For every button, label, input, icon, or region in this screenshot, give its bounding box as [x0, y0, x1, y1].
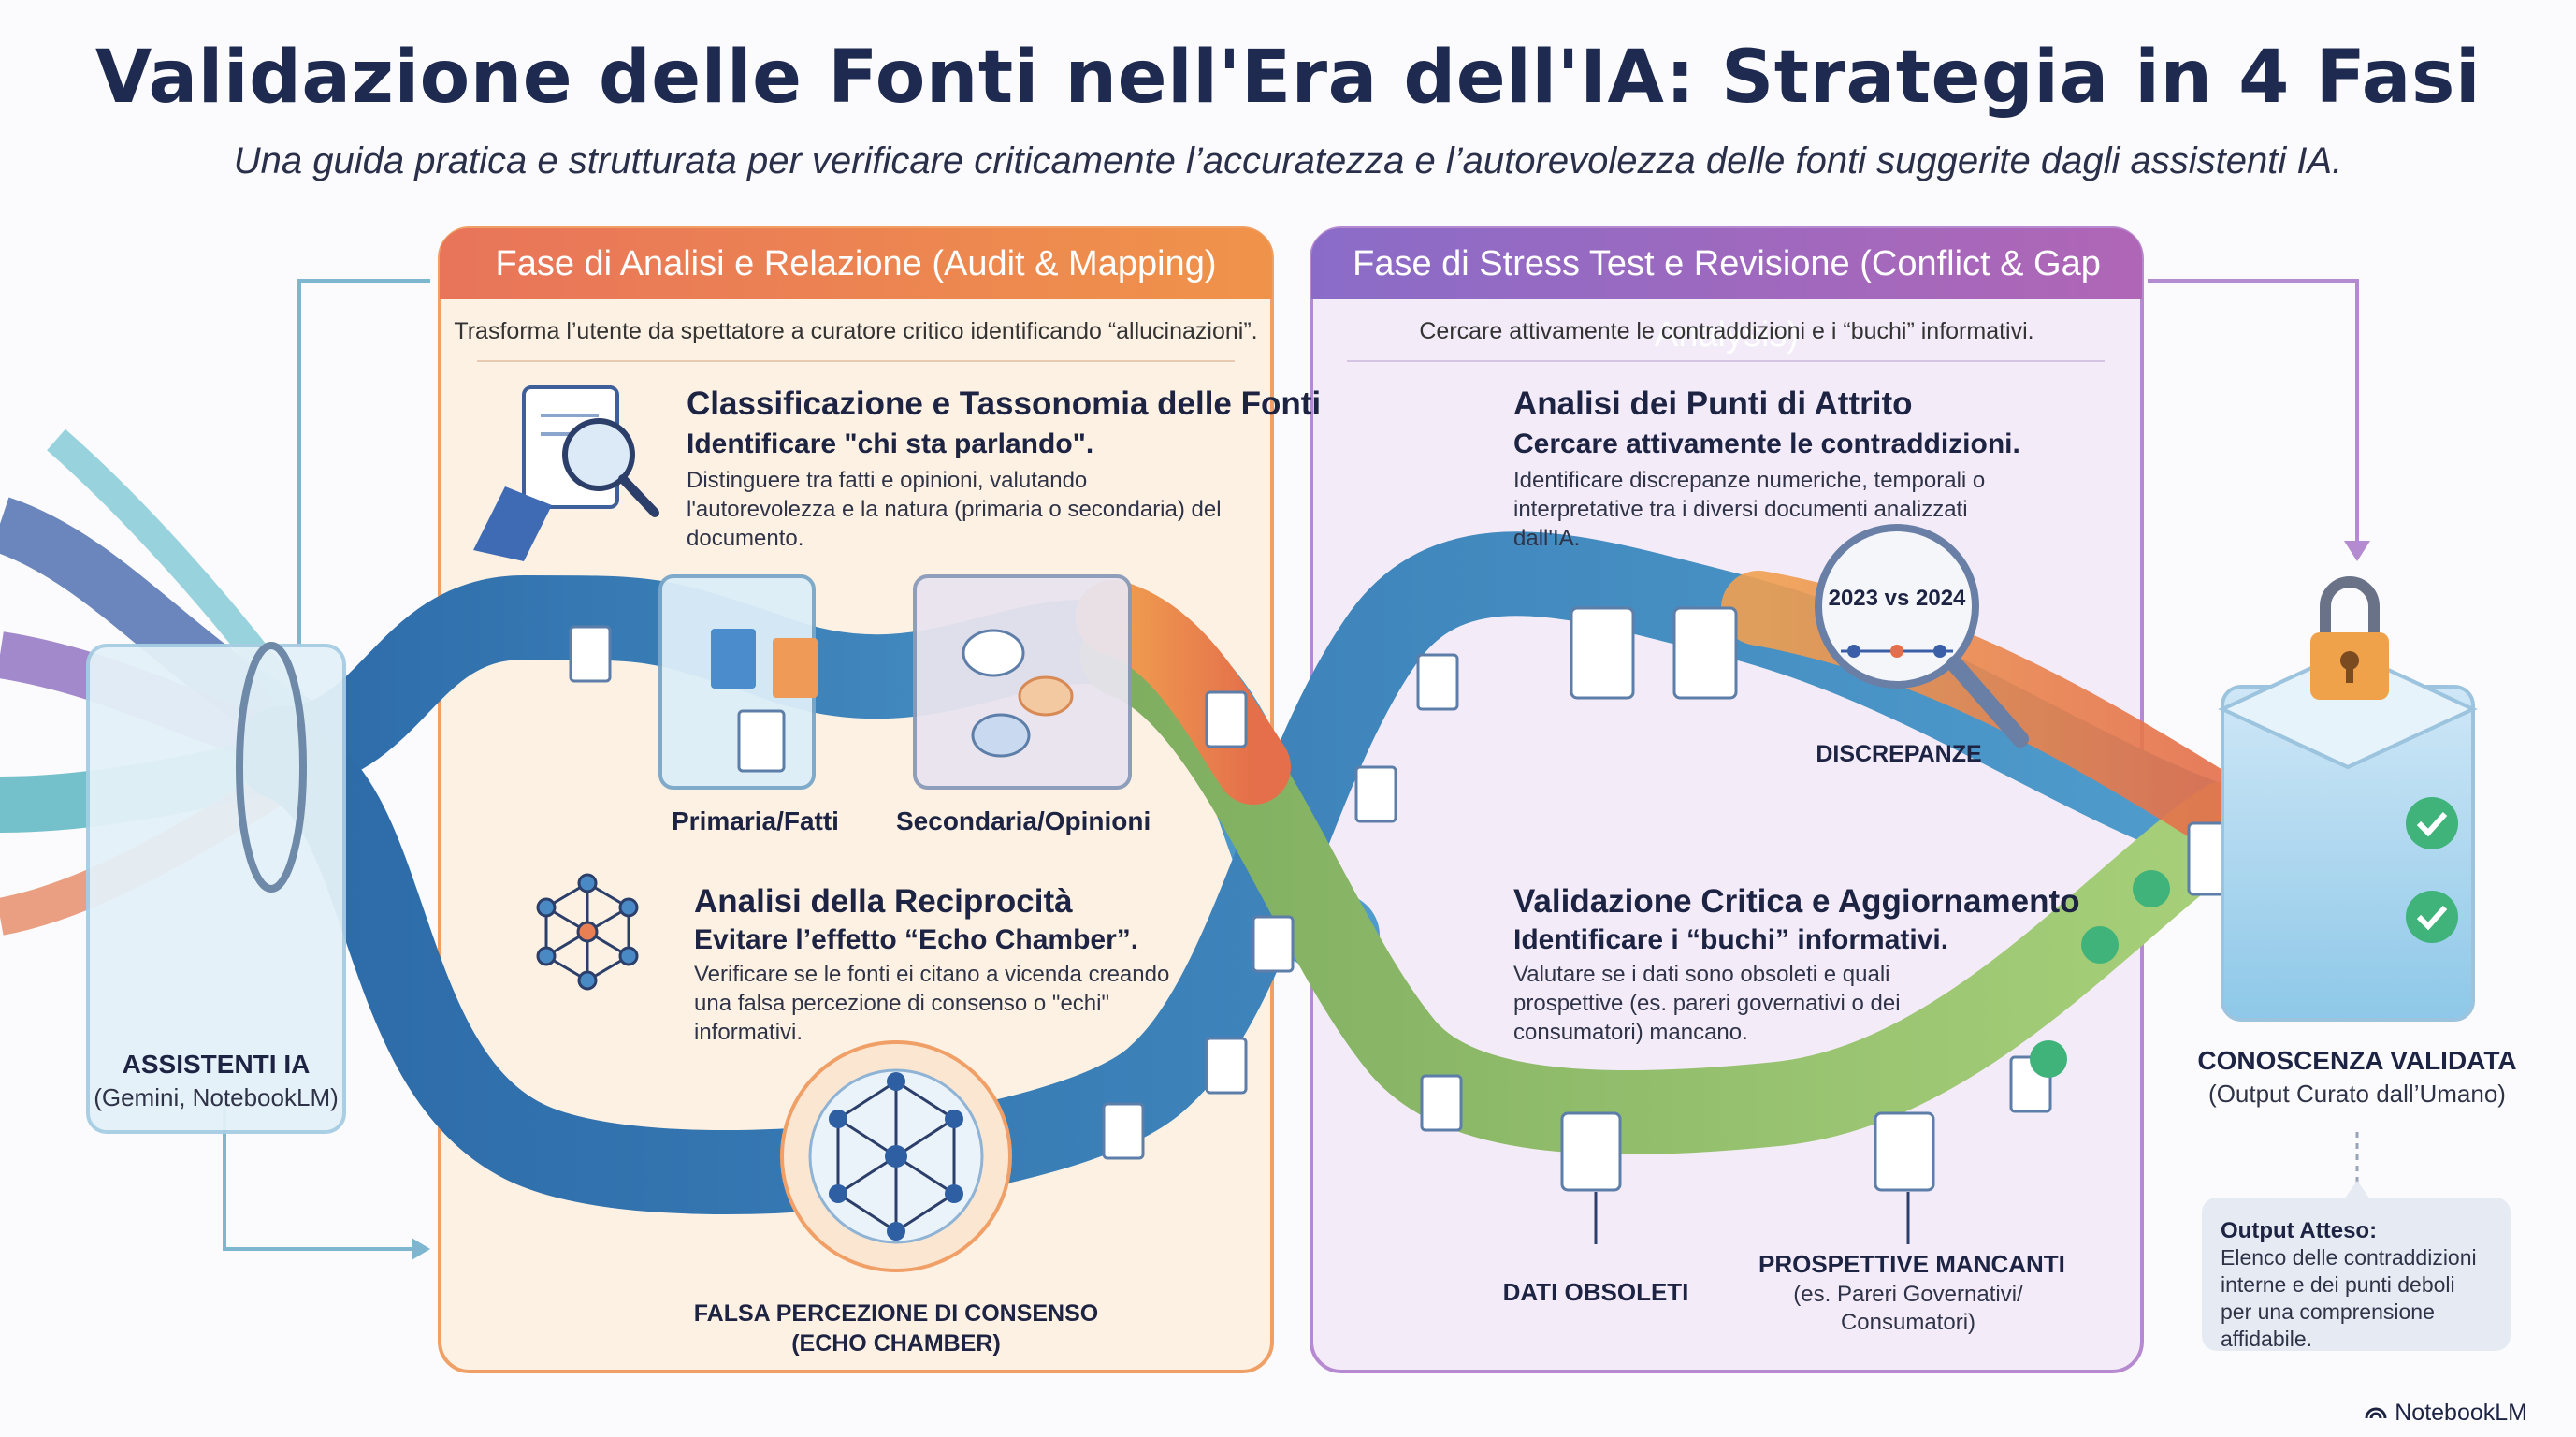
page-subtitle: Una guida pratica e strutturata per veri…	[233, 140, 2343, 181]
connector-bottom-left	[223, 1104, 421, 1251]
label-primary: Primaria/Fatti	[672, 806, 839, 835]
expected-output-box: Output Atteso: Elenco delle contraddizio…	[2202, 1198, 2511, 1351]
echo-chamber-icon	[780, 1040, 1012, 1272]
ai-portal	[86, 642, 346, 1134]
missing-perspectives-sub-1: (es. Pareri Governativi/	[1793, 1282, 2023, 1307]
echo-chamber-sublabel: (ECHO CHAMBER)	[791, 1330, 1001, 1357]
cube-secondary	[913, 574, 1132, 790]
connector-top-right	[2148, 279, 2359, 552]
expected-output-title: Output Atteso:	[2221, 1218, 2378, 1243]
section-classification-title: Classificazione e Tassonomia delle Fonti	[687, 385, 1322, 422]
network-icon	[536, 873, 639, 991]
result-label: CONOSCENZA VALIDATA	[2197, 1046, 2517, 1075]
section-reciprocity-subtitle: Evitare l’effetto “Echo Chamber”.	[694, 924, 1139, 955]
missing-perspectives-label: PROSPETTIVE MANCANTI	[1758, 1250, 2065, 1278]
brand-name: NotebookLM	[2395, 1400, 2527, 1426]
section-friction-title: Analisi dei Punti di Attrito	[1513, 385, 1913, 422]
phase-header-stress: Fase di Stress Test e Revisione (Conflic…	[1311, 228, 2142, 355]
expected-output-text: Elenco delle contraddizioni interne e de…	[2221, 1245, 2477, 1351]
section-reciprocity-title: Analisi della Reciprocità	[694, 883, 1073, 920]
label-secondary: Secondaria/Opinioni	[896, 806, 1151, 835]
section-validation-body: Valutare se i dati sono obsoleti e quali…	[1513, 962, 1901, 1045]
lock-icon	[2310, 576, 2389, 700]
connector-top-left	[297, 279, 430, 646]
section-friction-body: Identificare discrepanze numeriche, temp…	[1513, 468, 1986, 551]
phase-header-audit: Fase di Analisi e Relazione (Audit & Map…	[440, 228, 1272, 299]
section-validation-title: Validazione Critica e Aggiornamento	[1513, 883, 2080, 920]
brand-logo: NotebookLM	[2365, 1400, 2527, 1427]
section-validation-subtitle: Identificare i “buchi” informativi.	[1513, 924, 1949, 955]
echo-chamber-label: FALSA PERCEZIONE DI CONSENSO	[693, 1300, 1099, 1327]
magnifier-document-icon	[473, 385, 659, 561]
section-classification-body: Distinguere tra fatti e opinioni, valuta…	[687, 468, 1222, 551]
notebooklm-icon	[2365, 1400, 2387, 1427]
source-label: ASSISTENTI IA	[122, 1050, 311, 1079]
discrepancy-label: DISCREPANZE	[1816, 741, 1982, 767]
section-friction-subtitle: Cercare attivamente le contraddizioni.	[1513, 428, 2020, 459]
cube-primary	[658, 574, 818, 790]
section-classification-subtitle: Identificare "chi sta parlando".	[687, 428, 1094, 459]
result-sublabel: (Output Curato dall’Umano)	[2208, 1080, 2506, 1108]
page-title: Validazione delle Fonti nell'Era dell'IA…	[94, 36, 2482, 120]
missing-perspectives-sub-2: Consumatori)	[1840, 1310, 1976, 1335]
magnifier-years-text: 2023 vs 2024	[1828, 586, 1966, 611]
section-reciprocity-body: Verificare se le fonti ei citano a vicen…	[694, 962, 1170, 1045]
source-sublabel: (Gemini, NotebookLM)	[94, 1083, 339, 1111]
validated-cube	[2218, 648, 2478, 1022]
phase-intro-stress: Cercare attivamente le contraddizioni e …	[1419, 318, 2034, 344]
magnifier-discrepancy-icon	[1815, 524, 2029, 748]
obsolete-data-label: DATI OBSOLETI	[1502, 1278, 1689, 1306]
phase-intro-audit: Trasforma l’utente da spettatore a curat…	[454, 318, 1258, 344]
